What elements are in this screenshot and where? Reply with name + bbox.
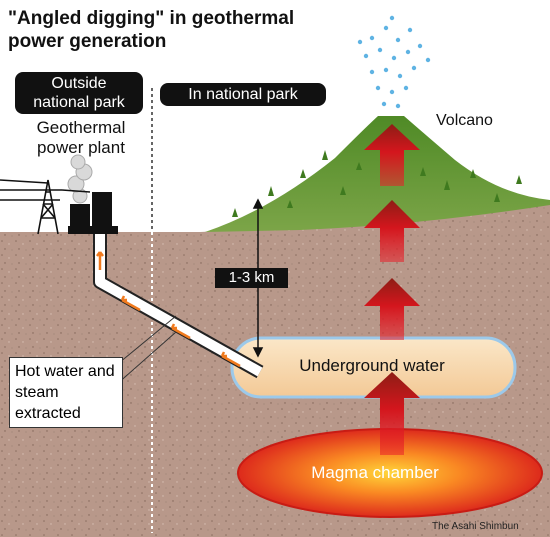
title-line-2: power generation [8,31,167,52]
heat-arrows [364,124,420,455]
distance-label: 1-3 km [215,268,288,288]
volcano-shape [205,116,550,232]
magma-chamber-label: Magma chamber [311,463,439,482]
title-line-1: "Angled digging" in geothermal [8,8,295,29]
volcano-label: Volcano [436,112,493,129]
volcano-spray [357,15,431,109]
underground-water-label: Underground water [299,356,445,375]
volcano-grass [232,150,522,217]
power-plant-building [68,192,118,234]
power-plant-label: Geothermal power plant [36,118,126,157]
heat-arrow-4 [364,124,420,186]
flow-arrow [221,354,241,368]
diagram-title: "Angled digging" in geothermal power gen… [8,7,368,53]
heat-arrow-3 [364,200,420,262]
heat-arrow-1 [364,372,420,455]
extraction-callout: Hot water and steam extracted [9,357,123,428]
heat-arrow-2 [364,278,420,340]
transmission-tower [0,179,91,235]
outside-park-label: Outside national park [15,72,143,114]
plant-steam [67,154,93,204]
drill-pipe [93,232,264,379]
credit-label: The Asahi Shimbun [432,521,519,532]
inside-park-label: In national park [160,83,326,106]
